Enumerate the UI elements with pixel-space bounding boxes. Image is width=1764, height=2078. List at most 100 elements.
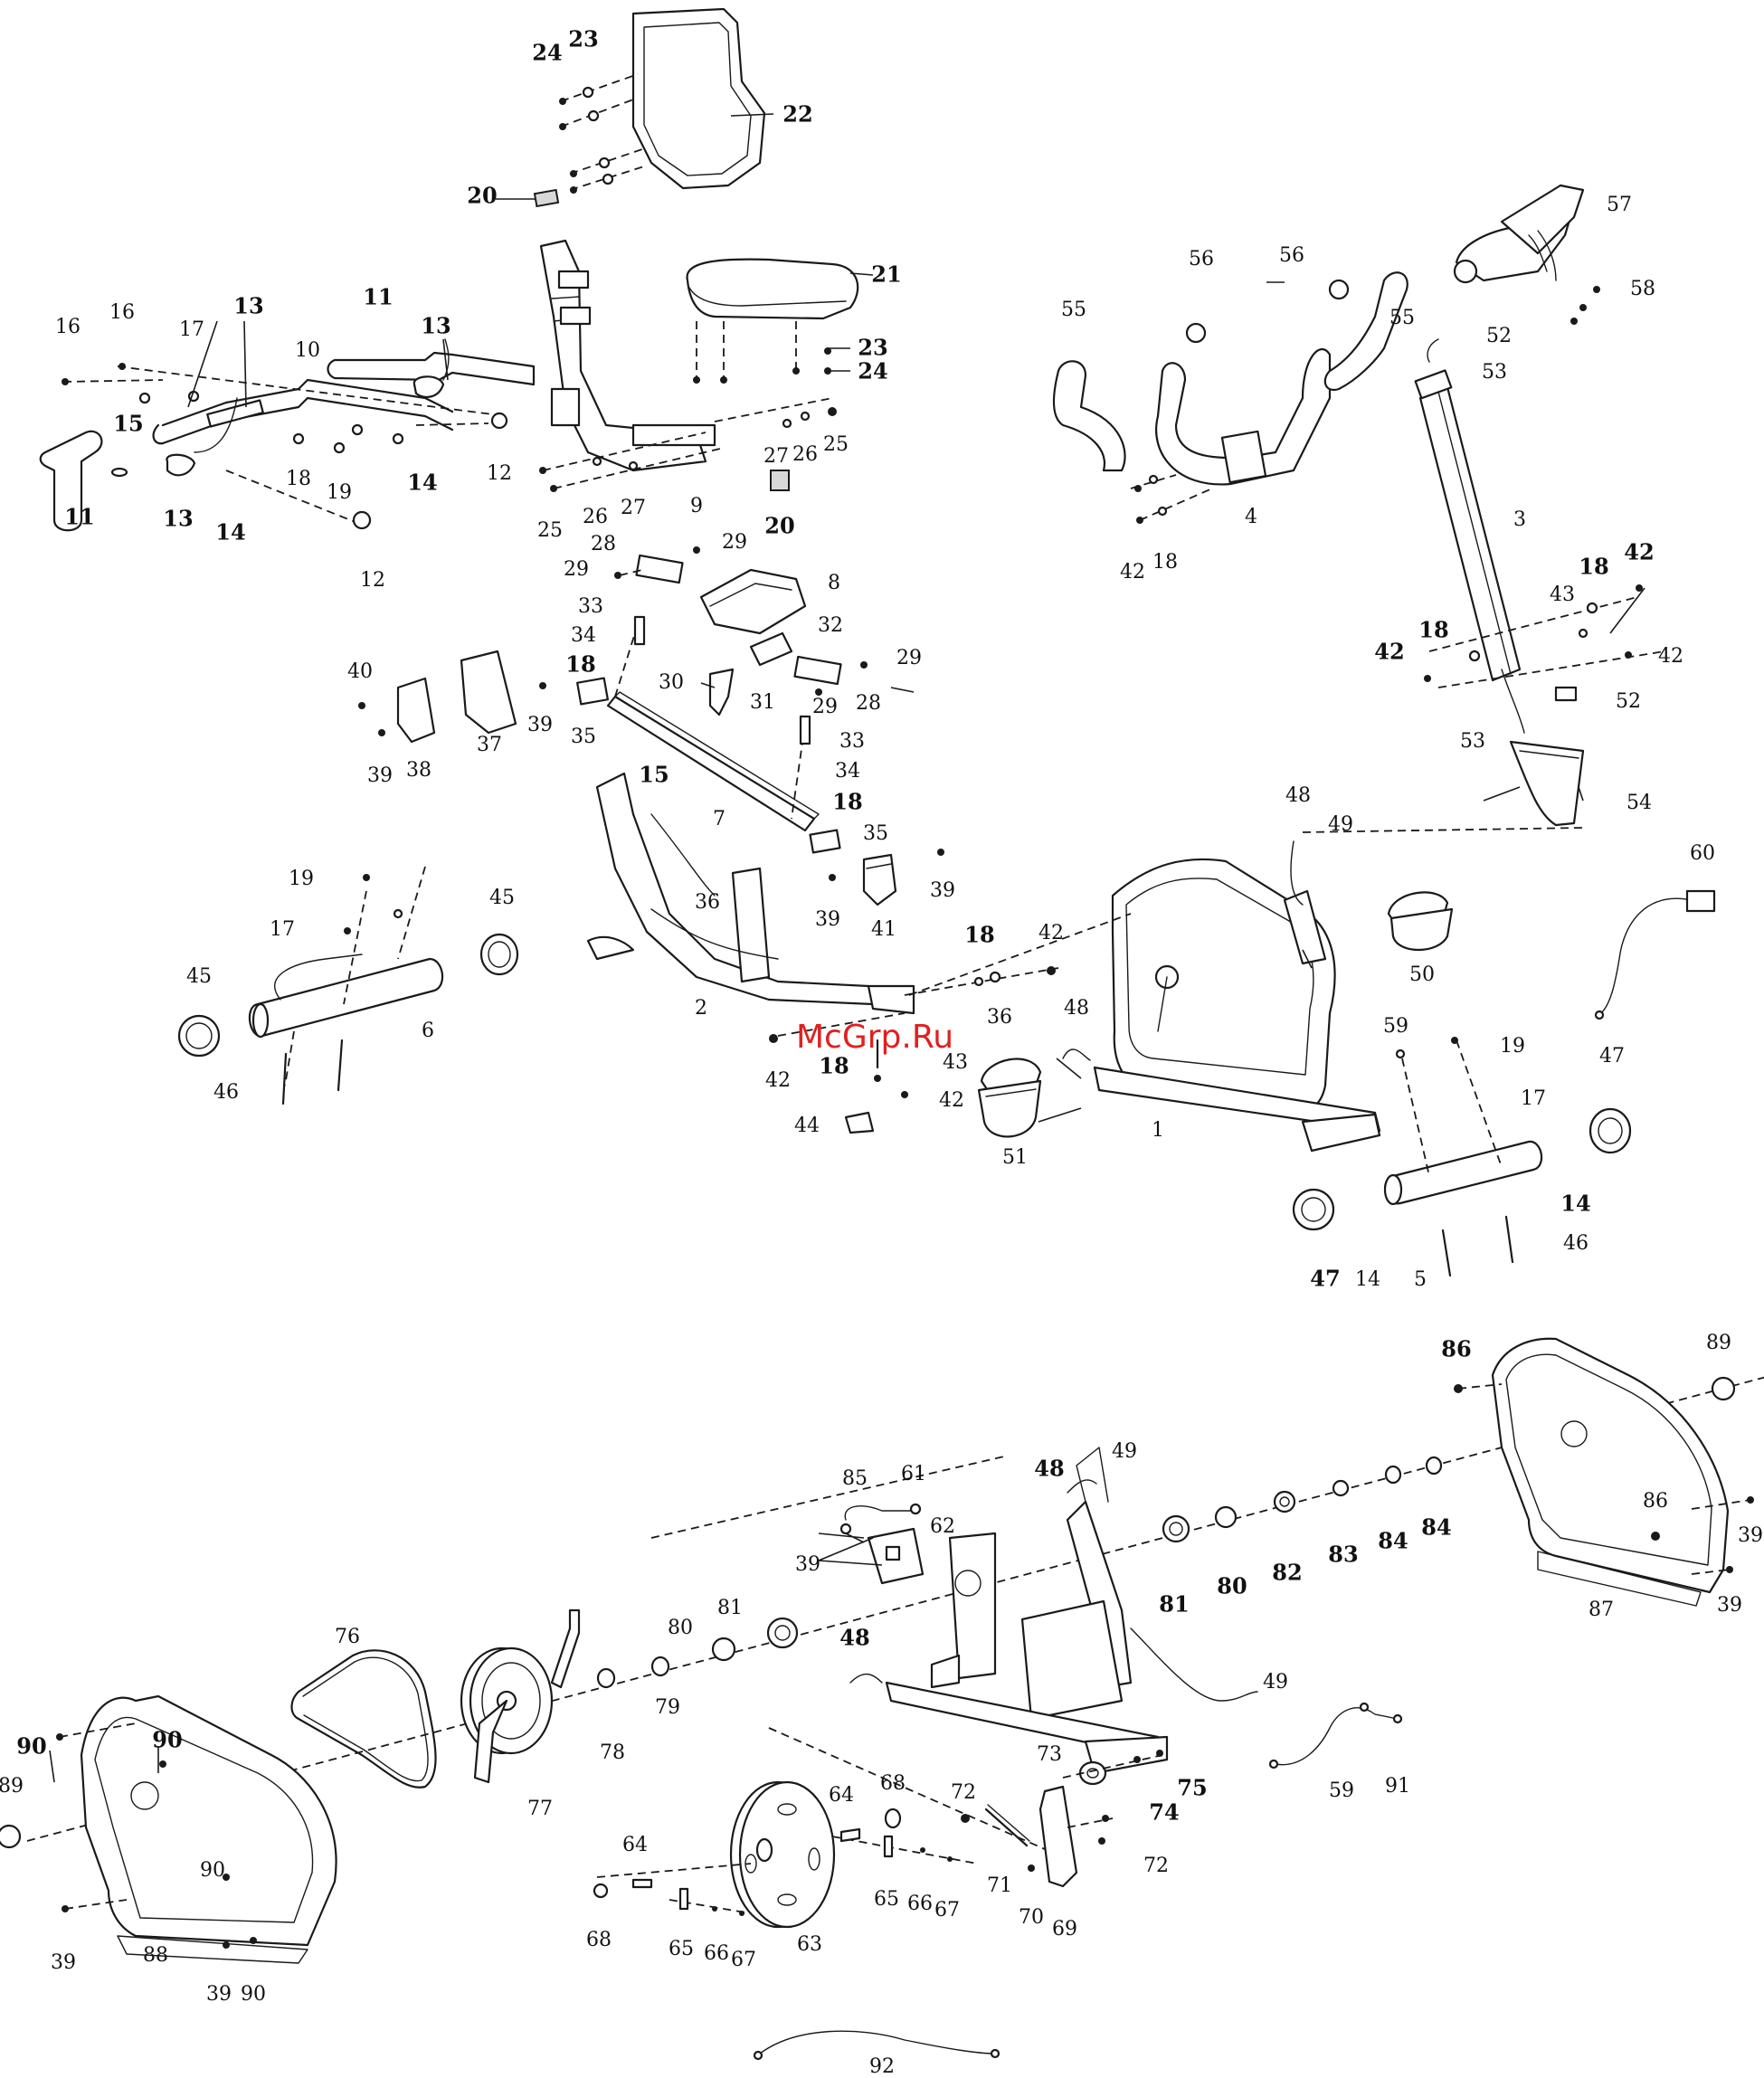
sensor-cable xyxy=(1594,889,1716,1020)
callout-53b: 53 xyxy=(1460,730,1485,753)
front-stabilizer xyxy=(1292,1037,1632,1277)
wire-48-top xyxy=(1067,1479,1097,1494)
callout-39b: 39 xyxy=(527,714,553,736)
side-cover-left-screws xyxy=(56,1722,257,1949)
callout-15a: 15 xyxy=(113,411,143,437)
callout-32: 32 xyxy=(818,614,843,637)
watermark-text: McGrp.Ru xyxy=(796,1019,953,1056)
callout-70: 70 xyxy=(1019,1906,1044,1929)
callout-54: 54 xyxy=(1626,792,1652,814)
callout-41: 41 xyxy=(871,918,896,941)
callout-19b: 19 xyxy=(289,868,314,890)
callout-28a: 28 xyxy=(591,533,616,555)
callout-64a: 64 xyxy=(829,1784,854,1807)
callout-35a: 35 xyxy=(571,726,596,748)
callout-55a: 55 xyxy=(1061,299,1086,321)
callout-28b: 28 xyxy=(856,692,881,715)
callout-20a: 20 xyxy=(467,183,497,209)
callout-59b: 59 xyxy=(1329,1779,1354,1802)
callout-13c: 13 xyxy=(163,506,193,532)
callout-30: 30 xyxy=(659,671,684,694)
callout-64b: 64 xyxy=(622,1834,648,1856)
callout-14d: 14 xyxy=(1355,1268,1380,1291)
callout-39d: 39 xyxy=(930,879,955,902)
callout-39c: 39 xyxy=(815,908,840,931)
callout-42f: 42 xyxy=(1374,639,1404,665)
callout-49b: 49 xyxy=(1112,1440,1137,1463)
callout-31: 31 xyxy=(750,691,775,714)
callout-52a: 52 xyxy=(1486,325,1512,347)
callout-12a: 12 xyxy=(487,462,512,485)
callout-90b: 90 xyxy=(152,1727,182,1753)
lower-frame xyxy=(885,1447,1169,1775)
callout-46a: 46 xyxy=(213,1081,239,1104)
console-unit xyxy=(1453,184,1600,325)
callout-2: 2 xyxy=(695,997,707,1020)
front-handlebar xyxy=(1052,271,1408,524)
callout-47b: 47 xyxy=(1310,1266,1340,1292)
callout-57: 57 xyxy=(1607,194,1632,216)
callout-14c: 14 xyxy=(1560,1191,1590,1217)
callout-24b: 24 xyxy=(858,358,887,384)
callout-65b: 65 xyxy=(669,1938,694,1960)
axis-line-2 xyxy=(650,1456,1005,1539)
main-housing xyxy=(1093,858,1381,1153)
backrest-screws xyxy=(559,73,648,194)
callout-13a: 13 xyxy=(233,293,263,319)
handlebar-grip-left xyxy=(39,430,128,532)
callout-69: 69 xyxy=(1052,1918,1077,1940)
callout-23a: 23 xyxy=(568,26,598,52)
callout-25a: 25 xyxy=(537,519,563,542)
callout-11b: 11 xyxy=(64,504,94,530)
callout-58: 58 xyxy=(1630,278,1655,300)
callout-27a: 27 xyxy=(621,497,646,519)
main-frame xyxy=(586,772,915,1015)
callout-10: 10 xyxy=(295,339,320,362)
handlebar-grip-right xyxy=(327,351,536,386)
callout-88: 88 xyxy=(143,1944,168,1967)
callout-43a: 43 xyxy=(943,1051,968,1074)
callout-4: 4 xyxy=(1245,506,1257,528)
callout-85: 85 xyxy=(842,1467,868,1490)
callout-48b: 48 xyxy=(1064,997,1089,1020)
callout-6: 6 xyxy=(422,1020,434,1042)
callout-66a: 66 xyxy=(907,1893,933,1915)
callout-23b: 23 xyxy=(858,335,887,361)
callout-80a: 80 xyxy=(668,1617,693,1639)
callout-79: 79 xyxy=(655,1696,680,1719)
pulse-wire-right xyxy=(442,338,450,381)
callout-26b: 26 xyxy=(792,443,818,466)
sensor-bracket xyxy=(818,1503,925,1585)
callout-18g: 18 xyxy=(1152,551,1178,574)
callout-62: 62 xyxy=(930,1515,955,1538)
callout-33b: 33 xyxy=(839,730,865,753)
callout-18b: 18 xyxy=(565,651,595,678)
idler-arm xyxy=(1028,1750,1163,1888)
callout-50: 50 xyxy=(1409,963,1435,986)
callout-56b: 56 xyxy=(1279,244,1304,267)
callout-82: 82 xyxy=(1272,1560,1302,1586)
callout-46b: 46 xyxy=(1563,1232,1589,1255)
callout-40: 40 xyxy=(347,660,373,683)
callout-48d: 48 xyxy=(839,1625,869,1651)
callout-90d: 90 xyxy=(241,1983,266,2006)
backrest-pad xyxy=(631,7,766,190)
callout-39a: 39 xyxy=(367,764,393,787)
crank-pulley xyxy=(460,1608,581,1784)
callout-84a: 84 xyxy=(1378,1528,1408,1554)
callout-86a: 86 xyxy=(1441,1336,1471,1362)
callout-labels: 1 2 3 4 5 6 7 8 9 10 11 11 12 12 13 13 1… xyxy=(0,26,1763,2078)
callout-47a: 47 xyxy=(1599,1045,1625,1067)
callout-73: 73 xyxy=(1037,1743,1062,1766)
callout-49c: 49 xyxy=(1263,1671,1288,1694)
callout-45a: 45 xyxy=(186,965,212,988)
callout-14b: 14 xyxy=(215,519,245,546)
callout-48c: 48 xyxy=(1034,1456,1064,1482)
callout-18c: 18 xyxy=(832,789,862,815)
callout-29b: 29 xyxy=(564,558,589,581)
callout-37: 37 xyxy=(477,734,502,756)
callout-29d: 29 xyxy=(812,696,838,718)
bracket-assembly xyxy=(614,546,868,716)
callout-49a: 49 xyxy=(1328,813,1353,836)
callout-18e: 18 xyxy=(819,1053,849,1079)
